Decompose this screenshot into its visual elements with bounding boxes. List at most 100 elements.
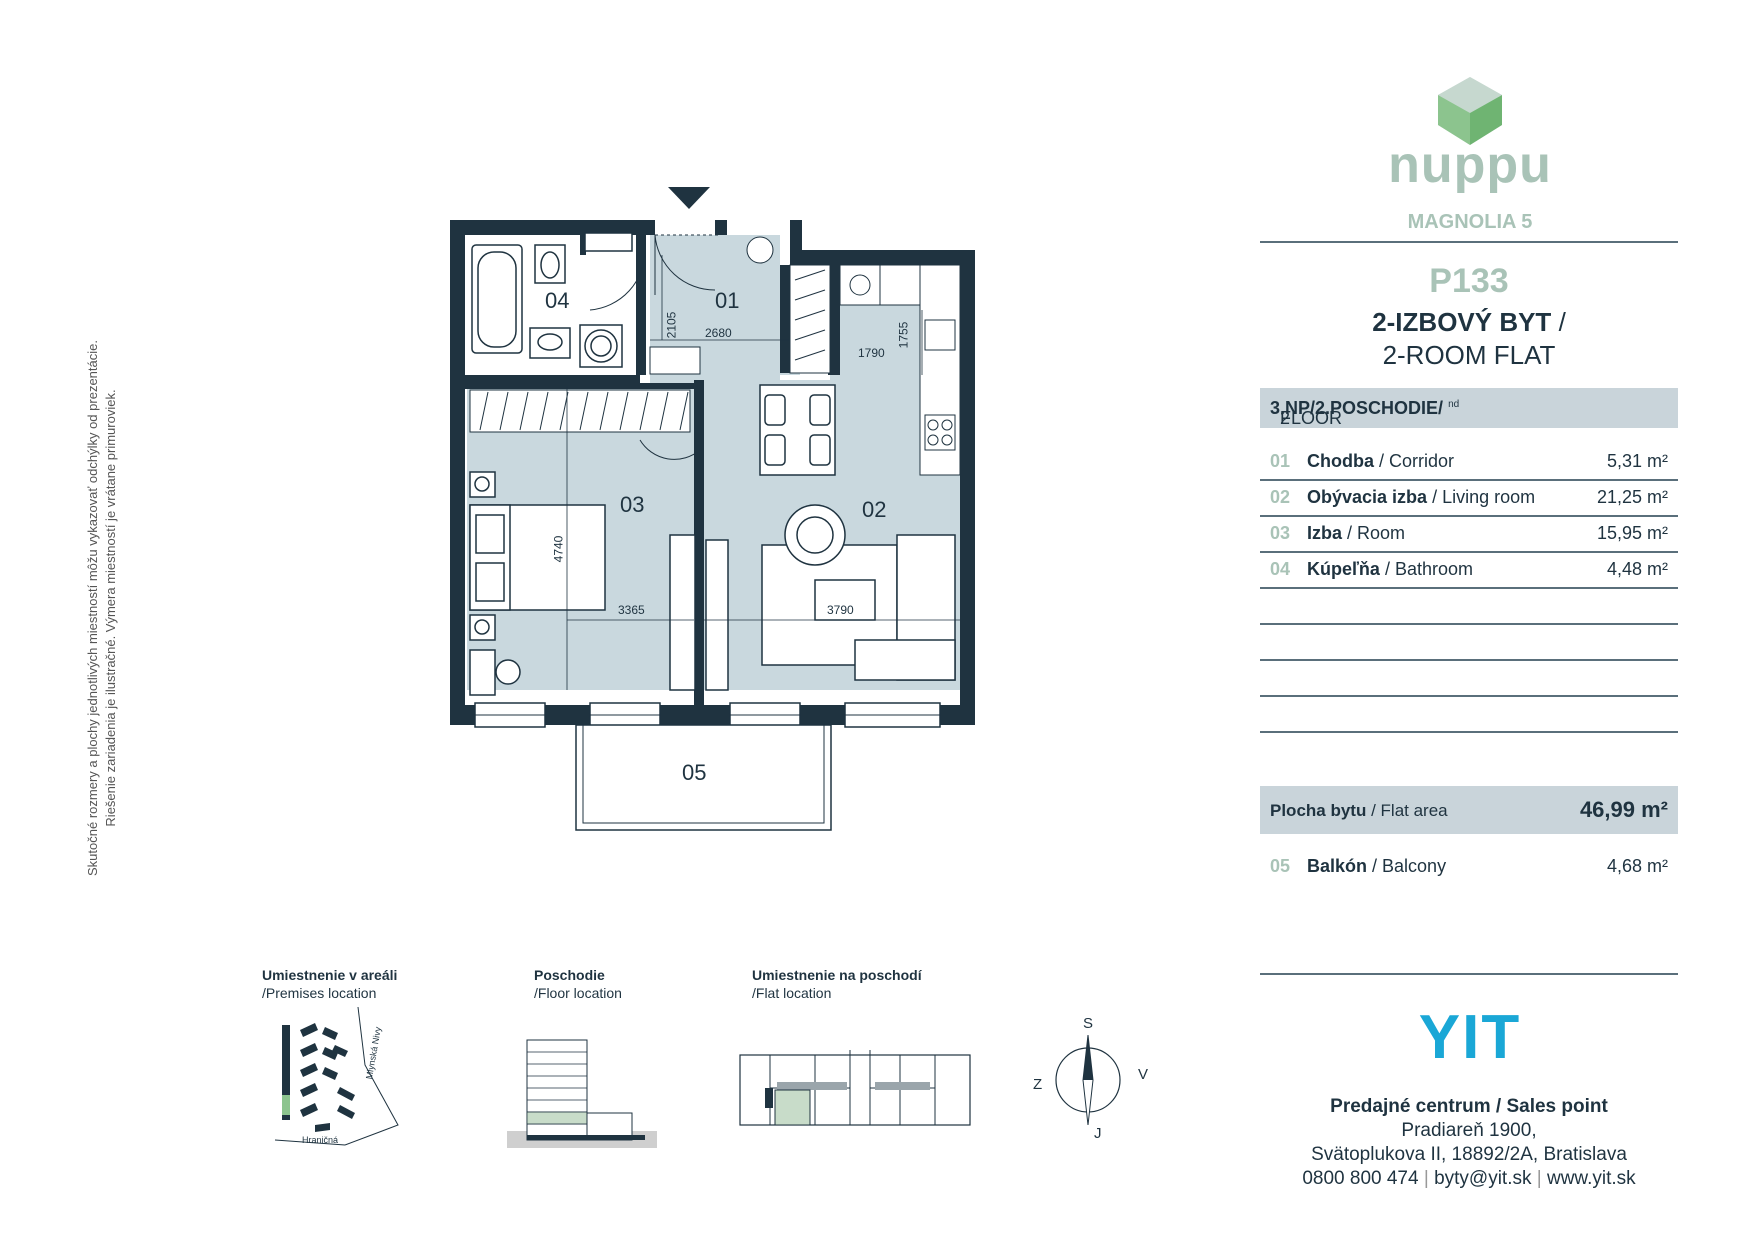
balcony-name: Balkón / Balcony (1307, 856, 1447, 876)
divider (1260, 587, 1678, 589)
floor-label-sk: 3.NP/2.POSCHODIE/ (1270, 398, 1444, 418)
floor-caption-sub: /Floor location (534, 985, 622, 1001)
yit-logo-text: YIT (1418, 1003, 1522, 1072)
divider (1260, 241, 1678, 243)
flat-caption-sub: /Flat location (752, 985, 832, 1001)
balcony-row: 05 Balkón / Balcony 4,68 m² (1260, 849, 1678, 883)
flat-caption-title: Umiestnenie na poschodí (752, 967, 922, 983)
balcony-area: 4,68 m² (1606, 856, 1668, 876)
divider (1260, 515, 1678, 517)
room-area: 15,95 m² (1596, 523, 1668, 543)
compass-s: J (1094, 1125, 1102, 1142)
street-label-2: Hraničná (302, 1135, 339, 1145)
divider (1260, 659, 1678, 661)
divider (1260, 731, 1678, 733)
entrance-arrow-icon (668, 187, 710, 209)
floor-caption-title: Poschodie (534, 967, 605, 983)
flat-location-diagram (739, 1050, 971, 1126)
room-row: 01 Chodba / Corridor 5,31 m² (1260, 444, 1678, 478)
room-name-en: Room (1357, 523, 1406, 543)
premises-sub: /Premises location (262, 985, 377, 1001)
room-num: 04 (1270, 559, 1291, 579)
room-row: 04 Kúpeľňa / Bathroom 4,48 m² (1260, 552, 1678, 586)
balcony-name-en: Balcony (1382, 856, 1447, 876)
room-name-en: Corridor (1389, 451, 1455, 471)
disclaimer-text: Skutočné rozmery a plochy jednotlivých m… (85, 340, 118, 876)
premises-map (274, 1006, 399, 1146)
compass-needle-icon (1083, 1035, 1093, 1080)
divider (1260, 973, 1678, 975)
floor-caption: Poschodie /Floor location (534, 966, 622, 1002)
premises-caption: Umiestnenie v areáli /Premises location (262, 966, 397, 1002)
floor-bar: 3.NP/2.POSCHODIE/ 2 nd FLOOR (1260, 388, 1678, 428)
balcony-num: 05 (1270, 856, 1291, 876)
premises-title: Umiestnenie v areáli (262, 967, 398, 983)
room-label-02: 02 (862, 497, 887, 522)
sales-email[interactable]: byty@yit.sk (1434, 1168, 1532, 1189)
sales-phone[interactable]: 0800 800 474 (1302, 1168, 1419, 1189)
room-name-sk: Obývacia izba (1307, 487, 1428, 507)
room-area: 5,31 m² (1606, 451, 1668, 471)
brand-logo: nuppu (1388, 136, 1552, 194)
room-num: 01 (1270, 451, 1291, 471)
unit-type-sk-text: 2-IZBOVÝ BYT (1372, 307, 1552, 337)
sales-block: Predajné centrum / Sales point Pradiareň… (1260, 1095, 1678, 1191)
nuppu-logo-icon (1438, 77, 1502, 145)
sales-title: Predajné centrum / Sales point (1330, 1096, 1608, 1117)
room-label-05: 05 (682, 760, 707, 785)
compass-w: Z (1033, 1076, 1043, 1093)
room-area: 4,48 m² (1606, 559, 1668, 579)
dim-3790: 3790 (827, 603, 854, 617)
dim-2105: 2105 (664, 311, 679, 339)
room-name-sk: Izba (1307, 523, 1343, 543)
flat-area-value: 46,99 m² (1579, 797, 1668, 822)
room-row: 02 Obývacia izba / Living room 21,25 m² (1260, 480, 1678, 514)
flat-caption: Umiestnenie na poschodí /Flat location (752, 966, 922, 1002)
room-name-sk: Kúpeľňa (1307, 559, 1380, 579)
room-label-01: 01 (715, 288, 740, 313)
unit-type-sk: 2-IZBOVÝ BYT / (1260, 307, 1678, 338)
dim-1755: 1755 (896, 321, 911, 349)
floor-location-diagram (507, 1039, 657, 1148)
unit-code: P133 (1429, 262, 1509, 300)
flat-area-label: Plocha bytu / Flat area (1270, 801, 1448, 820)
room-name-sk: Chodba (1307, 451, 1374, 471)
divider (1260, 623, 1678, 625)
compass-n: S (1083, 1015, 1094, 1032)
room-name-en: Bathroom (1394, 559, 1474, 579)
floor-label: 3.NP/2.POSCHODIE/ 2 nd FLOOR (1270, 398, 1460, 428)
dim-3365: 3365 (618, 603, 645, 617)
sales-web[interactable]: www.yit.sk (1546, 1168, 1636, 1189)
floor-plan (450, 187, 975, 831)
room-row: 03 Izba / Room 15,95 m² (1260, 516, 1678, 550)
compass-e: V (1138, 1066, 1149, 1083)
divider (1260, 695, 1678, 697)
unit-type-sep: / (1558, 307, 1566, 337)
divider (1260, 551, 1678, 553)
yit-logo: YIT (1380, 1003, 1560, 1072)
room-label-04: 04 (545, 288, 570, 313)
flat-area-bar: Plocha bytu / Flat area 46,99 m² (1260, 786, 1678, 834)
room-label-03: 03 (620, 492, 645, 517)
dim-1790: 1790 (858, 346, 885, 360)
room-area: 21,25 m² (1596, 487, 1668, 507)
balcony-name-sk: Balkón (1307, 856, 1368, 876)
divider (1260, 479, 1678, 481)
room-num: 02 (1270, 487, 1291, 507)
project-name: MAGNOLIA 5 (1407, 211, 1533, 233)
room-name: Kúpeľňa / Bathroom (1307, 559, 1474, 579)
floor-label-en: FLOOR (1280, 408, 1343, 428)
flat-area-label-en: Flat area (1380, 801, 1448, 820)
room-name: Chodba / Corridor (1307, 451, 1455, 471)
sales-line1: Pradiareň 1900, (1401, 1120, 1537, 1141)
room-name: Izba / Room (1307, 523, 1406, 543)
room-num: 03 (1270, 523, 1291, 543)
dim-4740: 4740 (551, 535, 566, 563)
dim-2680: 2680 (705, 326, 732, 340)
flat-area-label-sk: Plocha bytu (1270, 801, 1367, 820)
floor-sup: nd (1448, 399, 1460, 410)
sales-contacts: 0800 800 474 | byty@yit.sk | www.yit.sk (1302, 1168, 1636, 1189)
unit-type-en: 2-ROOM FLAT (1382, 340, 1556, 370)
floor-num: 2 (1280, 408, 1291, 428)
room-name: Obývacia izba / Living room (1307, 487, 1536, 507)
